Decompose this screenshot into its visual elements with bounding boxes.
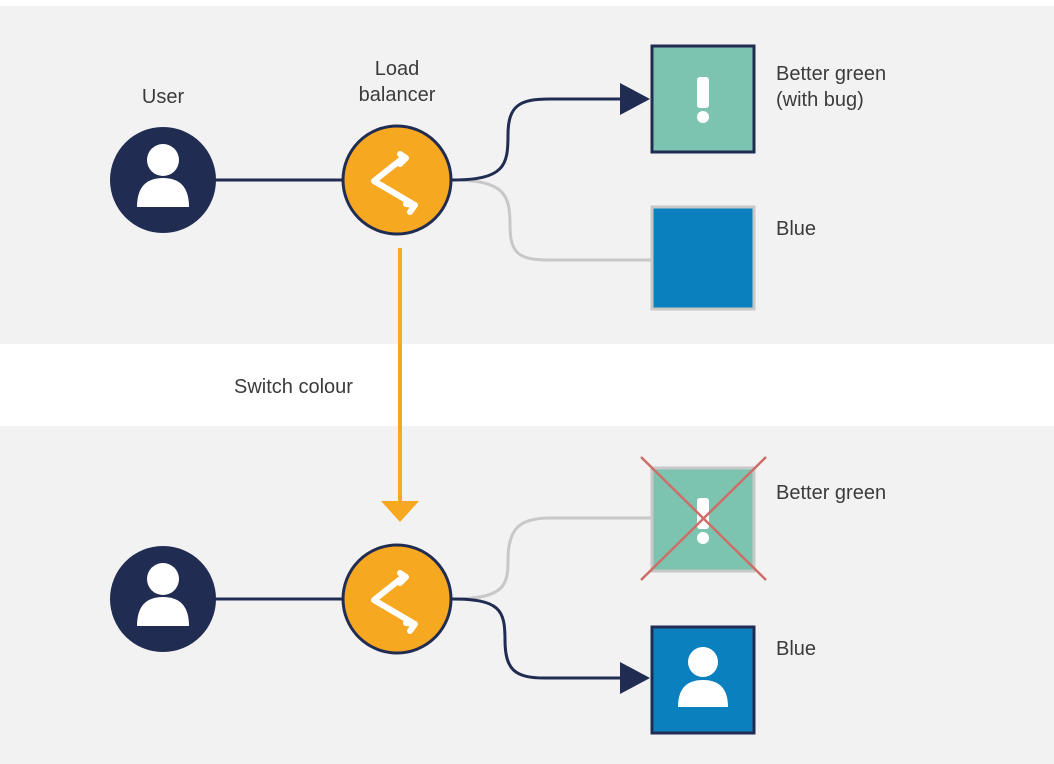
bottom-load-balancer-node (341, 543, 453, 655)
top-arrowhead-green (620, 83, 650, 115)
bottom-green-label: Better green (776, 482, 887, 504)
load-balancer-icon (371, 151, 418, 215)
bottom-blue-box (650, 625, 756, 735)
exclamation-icon (697, 77, 709, 123)
user-icon (678, 647, 728, 707)
bottom-green-box (640, 456, 767, 581)
bottom-blue-label: Blue (776, 638, 817, 660)
bottom-arrowhead-blue (620, 662, 650, 694)
cross-icon (640, 456, 767, 581)
bottom-active-path-blue (451, 597, 622, 680)
top-blue-box (650, 205, 756, 311)
user-icon (137, 563, 189, 626)
top-active-path-green (451, 97, 622, 182)
top-user-node (110, 127, 216, 233)
switch-arrowhead (381, 501, 419, 522)
bottom-user-node (110, 546, 216, 652)
load-balancer-label: Load balancer (358, 58, 436, 106)
user-icon (137, 144, 189, 207)
top-load-balancer-node (341, 124, 453, 236)
top-inactive-path-blue (451, 178, 652, 262)
top-green-label: Better green (with bug) (776, 63, 887, 111)
top-green-box (650, 44, 756, 154)
switch-colour-label: Switch colour (234, 376, 353, 398)
bottom-inactive-path-green (451, 516, 652, 601)
load-balancer-icon (371, 570, 418, 634)
top-blue-label: Blue (776, 218, 817, 240)
user-label: User (141, 86, 185, 108)
